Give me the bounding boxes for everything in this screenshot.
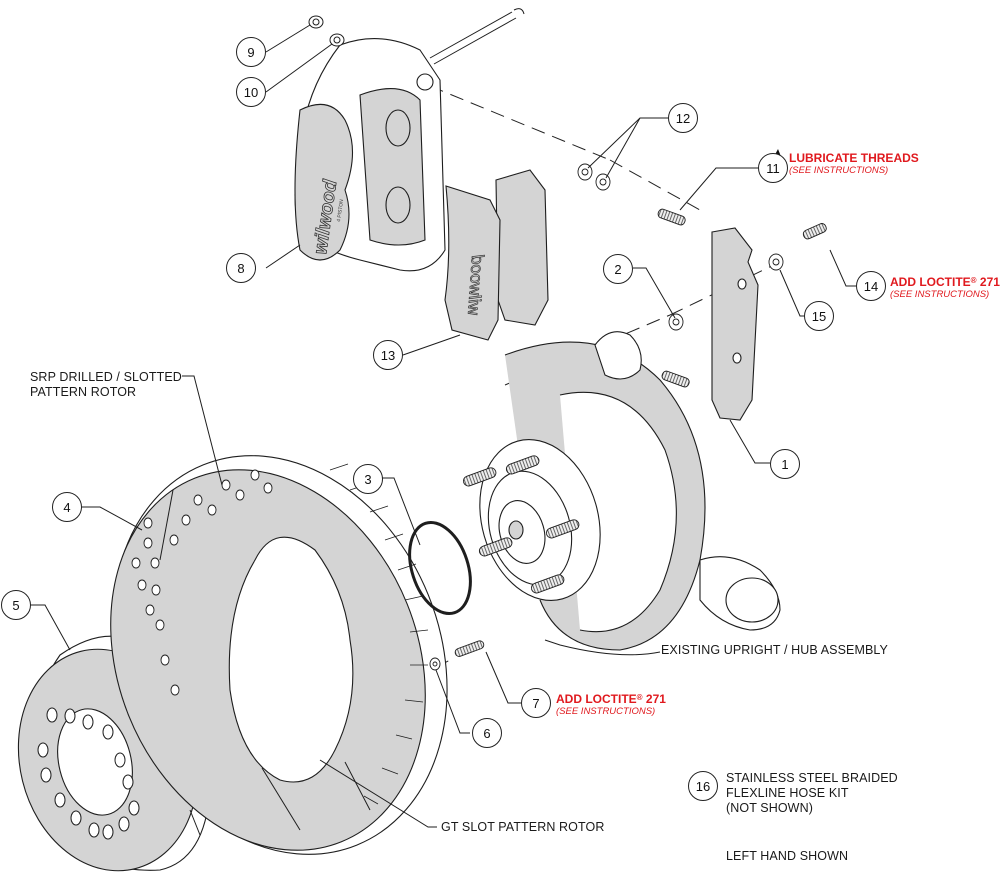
registered-mark: ® xyxy=(970,276,977,285)
centering-ring xyxy=(408,520,472,616)
pad-logo: wilwood xyxy=(464,254,487,316)
callout-15: 15 xyxy=(804,301,834,331)
registered-mark: ® xyxy=(636,693,643,702)
leader-lines xyxy=(30,24,856,828)
label-srp-rotor: SRP DRILLED / SLOTTED PATTERN ROTOR xyxy=(30,370,182,400)
label-hose-kit-line3: (NOT SHOWN) xyxy=(726,801,813,815)
label-existing-hub: EXISTING UPRIGHT / HUB ASSEMBLY xyxy=(661,643,888,657)
bracket-hardware xyxy=(429,163,827,671)
callout-8: 8 xyxy=(226,253,256,283)
caliper-bridge-pin xyxy=(429,8,525,65)
callout-6: 6 xyxy=(472,718,502,748)
drilled-slotted-rotor xyxy=(110,455,448,855)
note-loctite-7-grade: 271 xyxy=(642,692,666,706)
note-loctite-14-main: ADD LOCTITE xyxy=(890,275,971,289)
callout-16: 16 xyxy=(688,771,718,801)
bridge-nut-washer xyxy=(308,15,345,47)
callout-5: 5 xyxy=(1,590,31,620)
note-loctite-7-sub: (SEE INSTRUCTIONS) xyxy=(556,706,656,717)
callout-11: 11 xyxy=(758,153,788,183)
callout-9: 9 xyxy=(236,37,266,67)
caliper-piston-text: 4 PISTON xyxy=(336,199,345,223)
brake-pads: wilwood xyxy=(444,169,549,341)
callout-7: 7 xyxy=(521,688,551,718)
caliper-mounting-bracket xyxy=(711,227,759,421)
note-loctite-14-sub: (SEE INSTRUCTIONS) xyxy=(890,289,990,300)
callout-14: 14 xyxy=(856,271,886,301)
callout-1: 1 xyxy=(770,449,800,479)
callout-3: 3 xyxy=(353,464,383,494)
label-gt-rotor: GT SLOT PATTERN ROTOR xyxy=(441,820,605,834)
callout-13: 13 xyxy=(373,340,403,370)
note-loctite-14: ADD LOCTITE® 271 (SEE INSTRUCTIONS) xyxy=(890,275,1000,301)
callout-4: 4 xyxy=(52,492,82,522)
label-left-hand-shown: LEFT HAND SHOWN xyxy=(726,849,849,863)
caliper: wilwood 4 PISTON xyxy=(294,38,446,272)
hat-bolt-holes xyxy=(37,707,140,840)
note-loctite-14-grade: 271 xyxy=(976,275,1000,289)
label-srp-rotor-line1: SRP DRILLED / SLOTTED xyxy=(30,370,182,384)
label-hose-kit-line1: STAINLESS STEEL BRAIDED xyxy=(726,771,898,785)
note-lubricate-threads: LUBRICATE THREADS (SEE INSTRUCTIONS) xyxy=(789,151,919,177)
callout-12: 12 xyxy=(668,103,698,133)
note-lubricate-sub: (SEE INSTRUCTIONS) xyxy=(789,165,889,176)
wheel-studs xyxy=(462,455,580,594)
label-hose-kit: STAINLESS STEEL BRAIDED FLEXLINE HOSE KI… xyxy=(726,771,898,816)
callout-10: 10 xyxy=(236,77,266,107)
callout-2: 2 xyxy=(603,254,633,284)
note-lubricate-main: LUBRICATE THREADS xyxy=(789,151,919,165)
note-loctite-7-main: ADD LOCTITE xyxy=(556,692,637,706)
label-srp-rotor-line2: PATTERN ROTOR xyxy=(30,385,137,399)
note-loctite-7: ADD LOCTITE® 271 (SEE INSTRUCTIONS) xyxy=(556,692,666,718)
existing-upright-hub xyxy=(462,331,781,651)
label-hose-kit-line2: FLEXLINE HOSE KIT xyxy=(726,786,849,800)
rotor-drill-holes xyxy=(131,469,273,696)
